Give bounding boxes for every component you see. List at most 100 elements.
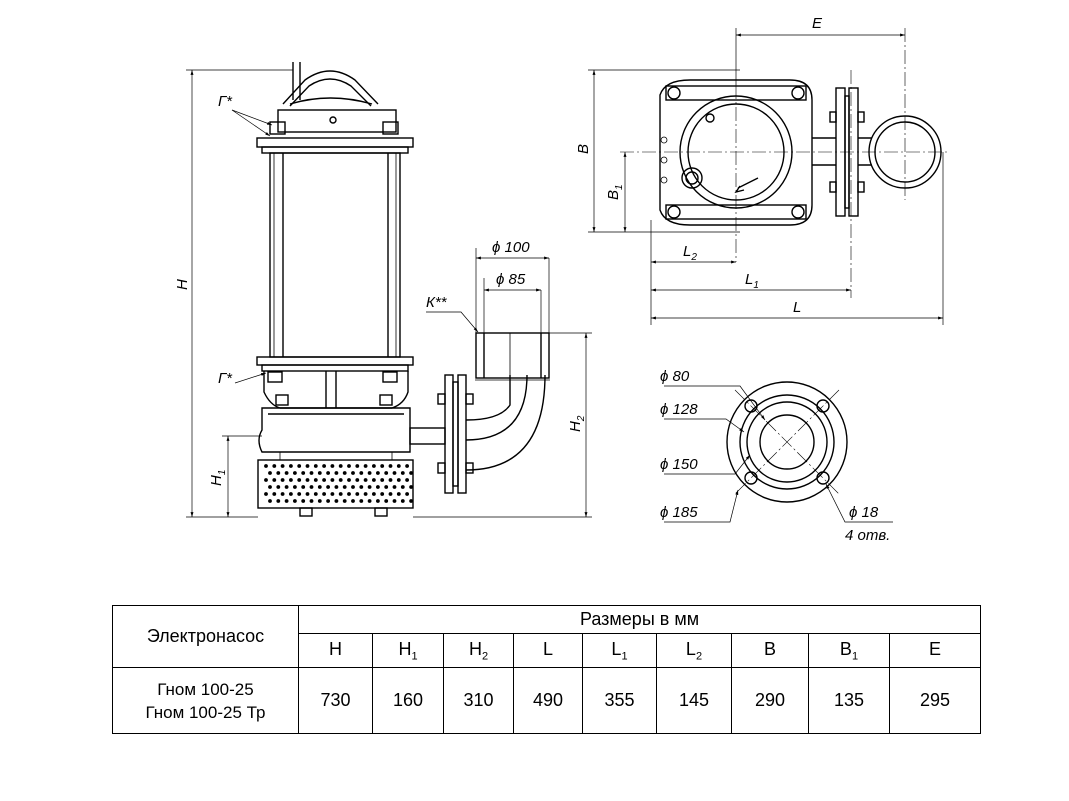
dim-label-h2: H2 [567, 415, 587, 432]
perforation-dot [322, 478, 326, 482]
column-header: E [888, 633, 982, 668]
column-header: L2 [656, 633, 732, 668]
column-header-main: H [329, 638, 342, 659]
column-header: H [298, 633, 373, 668]
dim-label-d150: ϕ 150 [660, 456, 698, 473]
perforation-dot [380, 478, 385, 482]
perforation-dot [396, 478, 401, 482]
perforation-dot [347, 478, 351, 482]
perforation-dot [309, 499, 314, 503]
column-header-main: L [611, 638, 622, 659]
pump-header: Электронасос [112, 605, 299, 668]
perforation-dot [330, 464, 335, 468]
dim-label-d85: ϕ 85 [496, 271, 526, 288]
perforation-dot [367, 471, 372, 475]
value-cell: 135 [808, 667, 890, 734]
column-header: B1 [808, 633, 890, 668]
perforation-dot [284, 471, 289, 475]
column-header: L1 [582, 633, 657, 668]
perforation-dot [400, 471, 405, 475]
column-header-main: L [542, 638, 553, 659]
perforation-dot [297, 464, 302, 468]
top-view: E B B1 L2 L1 L [575, 15, 950, 325]
perforation-dot [284, 499, 289, 503]
perforation-dot [280, 464, 285, 468]
dim-label-h1: H1 [208, 470, 228, 486]
perforation-dot [372, 478, 376, 482]
perforation-dot [392, 485, 397, 489]
value-cell: 160 [372, 667, 444, 734]
perforation-dot [359, 485, 364, 489]
dim-label-b: B [575, 144, 592, 154]
perforation-dot [396, 492, 401, 496]
column-header: H2 [443, 633, 514, 668]
perforation-dot [380, 492, 385, 496]
perforation-dot [264, 478, 268, 482]
perforation-dot [392, 471, 397, 475]
perforation-dot [351, 499, 355, 503]
perforation-dot [359, 499, 364, 503]
perforation-dot [363, 478, 368, 482]
perforation-dot [330, 492, 335, 496]
dim-label-h: H [174, 279, 191, 290]
perforation-dot [334, 485, 339, 489]
perforation-dot [317, 471, 322, 475]
perforation-dot [367, 499, 372, 503]
perforation-dot [384, 499, 389, 503]
perforation-dot [405, 464, 409, 468]
column-header-main: E [929, 638, 942, 659]
perforation-dot [289, 492, 293, 496]
perforation-dot [334, 499, 339, 503]
dim-label-l1: L1 [745, 271, 759, 291]
perforation-dot [309, 485, 314, 489]
perforation-dot [372, 464, 376, 468]
value-cell: 295 [888, 667, 982, 734]
perforation-dot [326, 471, 330, 475]
perforation-dot [264, 492, 268, 496]
perforation-dot [313, 492, 318, 496]
perforation-dot [384, 471, 389, 475]
perforation-dot [384, 485, 389, 489]
side-view: Г* Г* К** H H1 H2 ϕ 100 ϕ 85 [174, 62, 592, 518]
perforation-dot [342, 485, 347, 489]
perforation-dot [276, 485, 281, 489]
model-cell: Гном 100-25 Гном 100-25 Тр [112, 667, 299, 734]
perforation-dot [289, 478, 293, 482]
perforation-dot [297, 492, 302, 496]
perforation-dot [309, 471, 314, 475]
perforation-dot [392, 499, 397, 503]
perforation-dot [355, 478, 360, 482]
value-cell: 145 [656, 667, 732, 734]
column-header: H1 [372, 633, 444, 668]
perforation-dot [289, 464, 293, 468]
dim-label-e: E [812, 15, 823, 32]
perforation-dot [363, 464, 368, 468]
perforation-dot [301, 485, 306, 489]
value-cell: 730 [298, 667, 373, 734]
value-cell: 355 [582, 667, 657, 734]
model-name-1: Гном 100-25 [157, 679, 254, 699]
perforation-dot [305, 464, 310, 468]
perforation-dot [388, 464, 393, 468]
perforation-dot [376, 485, 380, 489]
perforation-dot [280, 478, 285, 482]
perforation-dot [372, 492, 376, 496]
perforation-dot [338, 478, 343, 482]
flange-detail: ϕ 80 ϕ 128 ϕ 150 ϕ 185 ϕ 18 4 отв. [660, 368, 893, 544]
perforation-dot [409, 499, 413, 503]
perforation-dot [301, 471, 306, 475]
pump-technical-drawing: Г* Г* К** H H1 H2 ϕ 100 ϕ 85 [174, 15, 950, 544]
dim-label-d80: ϕ 80 [660, 368, 690, 385]
perforation-dot [293, 485, 297, 489]
column-header-sub: 1 [621, 650, 628, 663]
perforation-dot [280, 492, 285, 496]
perforation-dot [297, 478, 302, 482]
perforation-dot [305, 478, 310, 482]
perforation-dot [276, 471, 281, 475]
perforation-dot [301, 499, 306, 503]
perforation-dot [317, 485, 322, 489]
dimensions-header: Размеры в мм [297, 605, 982, 634]
column-header-main: B [839, 638, 852, 659]
